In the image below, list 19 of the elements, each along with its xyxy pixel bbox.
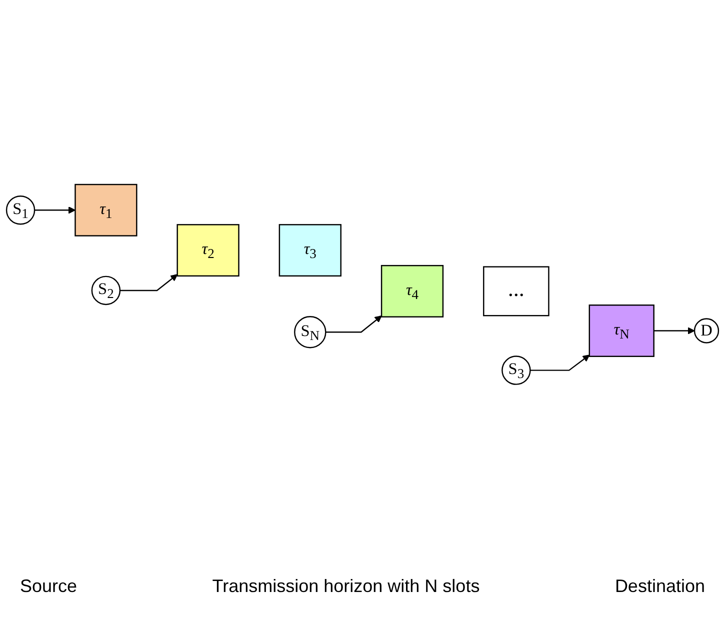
arrow: [654, 326, 695, 334]
arrow: [120, 274, 178, 291]
node-circle: S$_{3}$: [502, 355, 531, 384]
arrow: [326, 315, 382, 332]
node-circle: D: [694, 318, 720, 343]
arrow: [34, 206, 76, 214]
node-box: τ$_{1}$: [74, 183, 138, 236]
node-box: τ$_{2}$: [176, 224, 240, 276]
caption-text: Source: [20, 576, 78, 597]
node-box: τ$_{4}$: [380, 264, 444, 318]
caption-text: Destination: [614, 576, 705, 597]
caption-text: Transmission horizon with N slots: [212, 576, 480, 597]
node-circle: S$_{1}$: [6, 195, 36, 224]
node-box: …: [483, 266, 550, 316]
node-box: τ$_{3}$: [278, 224, 342, 276]
node-box: τ$_{N}$: [588, 304, 654, 357]
node-circle: S$_{2}$: [91, 275, 121, 305]
node-circle: S$_{N}$: [294, 316, 326, 348]
arrow: [530, 354, 590, 370]
